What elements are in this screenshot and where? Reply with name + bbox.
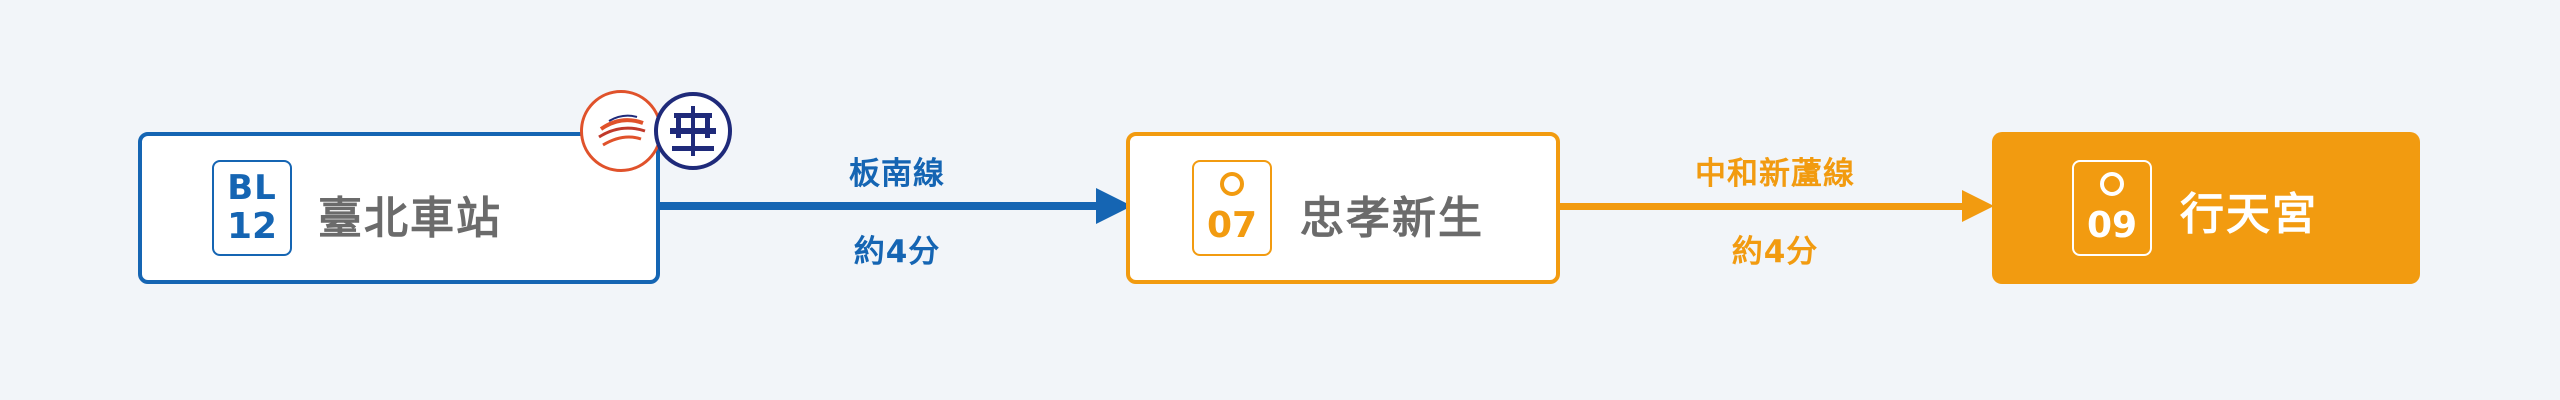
station-code-badge-o07: 07 [1192,160,1272,256]
taiwan-railway-icon [654,92,732,170]
station-card-taipei-main[interactable]: BL 12 臺北車站 [138,132,660,284]
station-code-number: 12 [226,206,278,247]
segment-line-name: 中和新蘆線 [1695,156,1855,192]
orange-line-circle-icon [2100,172,2124,196]
station-card-xingtian-temple[interactable]: 09 行天宮 [1992,132,2420,284]
station-code-number: 09 [2086,205,2138,246]
orange-line-circle-icon [1220,172,1244,196]
segment-arrow-blue [660,188,1132,224]
station-card-zhongxiao-xinsheng[interactable]: 07 忠孝新生 [1126,132,1560,284]
taiwan-railway-icon-graphic [670,106,716,156]
segment-arrow-orange [1560,190,1994,222]
station-name: 臺北車站 [318,193,502,244]
segment-line-name: 板南線 [849,156,945,192]
high-speed-rail-icon [580,90,662,172]
station-code-number: 07 [1206,205,1258,246]
station-code-badge-o09: 09 [2072,160,2152,256]
station-name: 忠孝新生 [1300,193,1484,244]
station-code-badge-bl12: BL 12 [212,160,292,256]
segment-travel-time: 約4分 [1731,234,1819,270]
station-name: 行天宮 [2180,189,2318,240]
station-code-line: BL [227,168,277,208]
segment-travel-time: 約4分 [853,234,941,270]
high-speed-rail-icon-graphic [598,114,646,147]
